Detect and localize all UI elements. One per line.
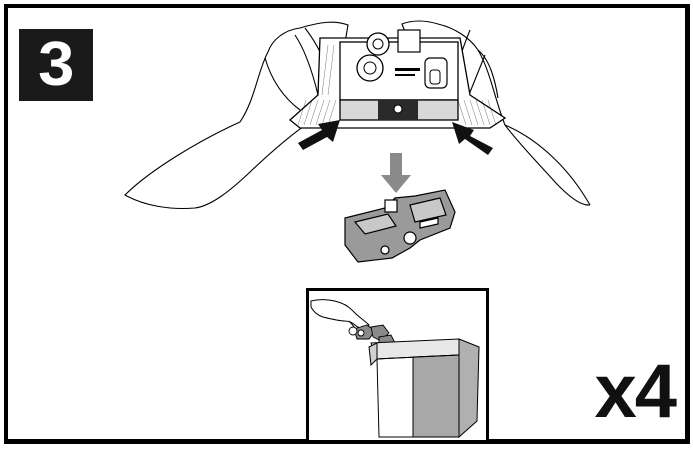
device-drawing <box>290 30 505 128</box>
disposal-box <box>369 339 479 437</box>
removed-part-drawing <box>345 190 455 262</box>
quantity-label: x4 <box>594 354 675 430</box>
down-arrow-icon <box>381 153 411 193</box>
disposal-illustration <box>309 291 486 440</box>
disposal-inset <box>306 288 489 443</box>
